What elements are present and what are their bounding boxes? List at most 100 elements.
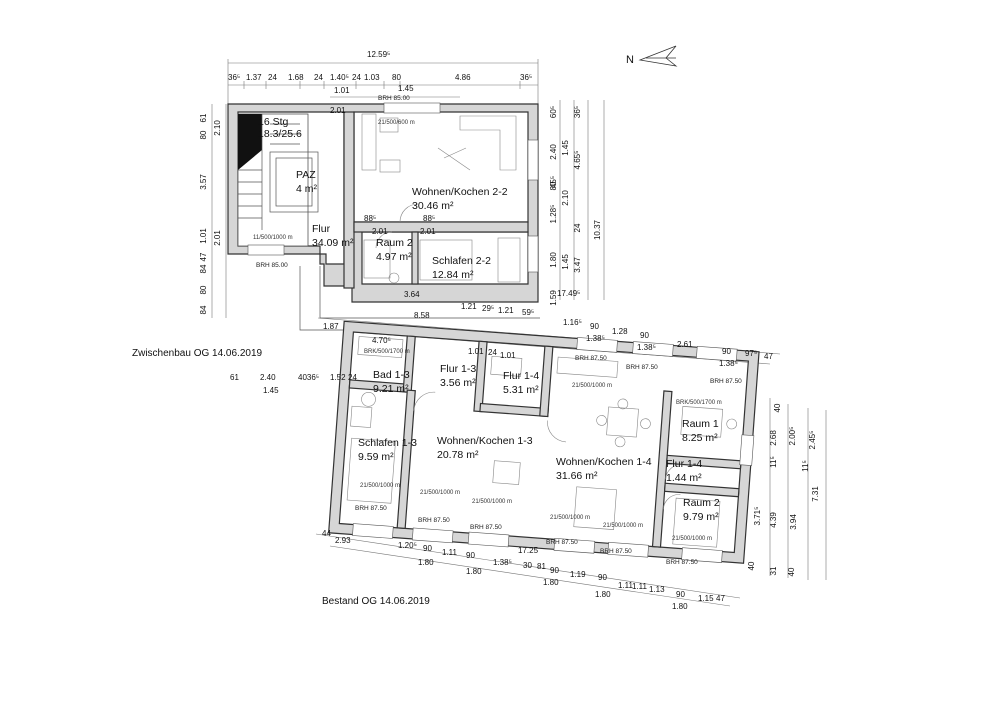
dimension-label: 61	[230, 373, 239, 382]
dimension-label: 1.20⁵	[398, 541, 417, 550]
room-name-raum-2-top: Raum 2	[376, 237, 413, 249]
room-area-paz: 4 m²	[296, 183, 318, 195]
dimension-label: 24	[348, 373, 357, 382]
dimension-label: 1.15	[698, 594, 714, 603]
dimension-label-vertical: 80	[199, 285, 208, 294]
room-area-raum-2-bottom: 9.79 m²	[683, 511, 719, 523]
dimension-label-vertical: 1.45	[561, 140, 570, 156]
top-dimension-lines	[227, 59, 539, 105]
dimension-label-vertical: 1.59	[549, 290, 558, 306]
dimension-label-vertical: 61	[199, 113, 208, 122]
lower-building	[327, 320, 760, 564]
dimension-label: 30	[523, 561, 532, 570]
window-tag: BRK/500/1700 m	[364, 349, 410, 355]
window-tag: 21/500/1000 m	[550, 515, 590, 521]
dimension-label: 4.86	[455, 73, 471, 82]
dimension-label: 24	[314, 73, 323, 82]
window-tag: BRH 87.50	[546, 539, 578, 546]
dimension-label: 90	[423, 544, 432, 553]
room-name-schlafen-2-2: Schlafen 2-2	[432, 255, 491, 267]
room-area-wohnen-kochen-1-4: 31.66 m²	[556, 470, 598, 482]
dimension-label: 88⁵	[364, 214, 376, 223]
dimension-label-vertical: 1.45	[561, 254, 570, 270]
dimension-label: 1.38⁵	[493, 558, 512, 567]
window-tag: 21/500/1000 m	[360, 483, 400, 489]
dimension-label-vertical: 11⁵	[801, 460, 810, 472]
room-name-wohnen-kochen-1-3: Wohnen/Kochen 1-3	[437, 435, 533, 447]
dimension-label: 97⁵	[745, 349, 757, 358]
dimension-label: 80	[392, 73, 401, 82]
window-tag: BRH 87.50	[666, 559, 698, 566]
dimension-label: 1.80	[672, 602, 688, 611]
dimension-label-vertical: 10.37	[593, 219, 602, 240]
dimension-label: 44	[322, 529, 331, 538]
dimension-label-vertical: 2.10	[213, 120, 222, 136]
dimension-label-vertical: 2.10	[561, 190, 570, 206]
dimension-label: 1.11	[632, 582, 648, 591]
dimension-label: 1.21	[498, 306, 514, 315]
caption-bestand: Bestand OG 14.06.2019	[322, 596, 430, 607]
window-tag: BRH 85.00	[256, 262, 288, 269]
stair-label-steps: 16 Stg	[258, 116, 289, 128]
dimension-label-vertical: 31	[769, 566, 778, 575]
dimension-label-vertical: 3.57	[199, 174, 208, 190]
dimension-label: 2.01	[420, 227, 436, 236]
room-area-raum-1: 8.25 m²	[682, 432, 718, 444]
left-dimension-lines	[211, 104, 227, 318]
dimension-label-vertical: 3.47	[573, 257, 582, 273]
stair-label: 16 Stg 18.3/25.6	[258, 116, 302, 140]
dimension-label: 36⁵	[228, 73, 240, 82]
dimension-label: 17.25	[518, 546, 539, 555]
dimension-label: 12.59⁵	[367, 50, 390, 59]
dimension-label-vertical: 40	[747, 561, 756, 570]
right-dimension-lines-upper	[559, 100, 605, 300]
dimension-label-vertical: 1.80	[549, 252, 558, 268]
dimension-label: 1.45	[263, 386, 279, 395]
dimension-label: 1.28	[612, 327, 628, 336]
north-arrow-label: N	[626, 54, 634, 66]
dimension-label-vertical: 24	[573, 223, 582, 232]
dimension-label: 90	[722, 347, 731, 356]
room-area-flur-1-4: 5.31 m²	[503, 384, 539, 396]
window-tag: 21/500/1000 m	[472, 499, 512, 505]
dimension-label-vertical: 3.71⁵	[753, 507, 762, 526]
dimension-label-vertical: 40	[787, 567, 796, 576]
north-arrow: N	[626, 45, 678, 67]
dimension-label-vertical: 4.65⁵	[573, 151, 582, 170]
room-name-raum-2-bottom: Raum 2	[683, 497, 720, 509]
dimension-label: 1.19	[570, 570, 586, 579]
dimension-label: 1.38⁵	[586, 334, 605, 343]
window-tag: 21/500/600 m	[378, 120, 415, 126]
dimension-label-vertical: 2.40	[549, 144, 558, 160]
dimension-label-vertical: 2.01	[213, 230, 222, 246]
window-tag: BRH 87.50	[575, 355, 607, 362]
dimension-label: 59⁵	[522, 308, 534, 317]
window-tag: 21/500/1000 m	[603, 523, 643, 529]
dimension-label: 1.87	[323, 322, 339, 331]
dimension-label-vertical: 3.94	[789, 514, 798, 530]
window-tag: 21/500/1000 m	[420, 490, 460, 496]
dimension-label: 24	[488, 348, 497, 357]
dimension-label: 1.52	[330, 373, 346, 382]
window-tag: 11/500/1000 m	[253, 235, 293, 241]
dimension-label: 1.37	[246, 73, 262, 82]
dimension-label: 2.61	[677, 340, 693, 349]
upper-building	[227, 102, 540, 331]
room-name-flur-1-4-small: Flur 1-4	[666, 458, 702, 470]
dimension-label: 1.16⁵	[563, 318, 582, 327]
dimension-label: 1.40⁵	[330, 73, 349, 82]
room-area-bad-1-3: 9.21 m²	[373, 383, 409, 395]
dimension-label-vertical: 45⁵	[549, 176, 558, 188]
dimension-label: 1.01	[500, 351, 516, 360]
dimension-label-vertical: 60⁵	[549, 106, 558, 118]
dimension-label: 8.58	[414, 311, 430, 320]
window-tag: BRH 87.50	[600, 548, 632, 555]
room-area-flur-1-3: 3.56 m²	[440, 377, 476, 389]
window-tag: BRH 87.50	[470, 524, 502, 531]
dimension-label: 1.01	[334, 86, 350, 95]
dimension-label: 88⁵	[423, 214, 435, 223]
